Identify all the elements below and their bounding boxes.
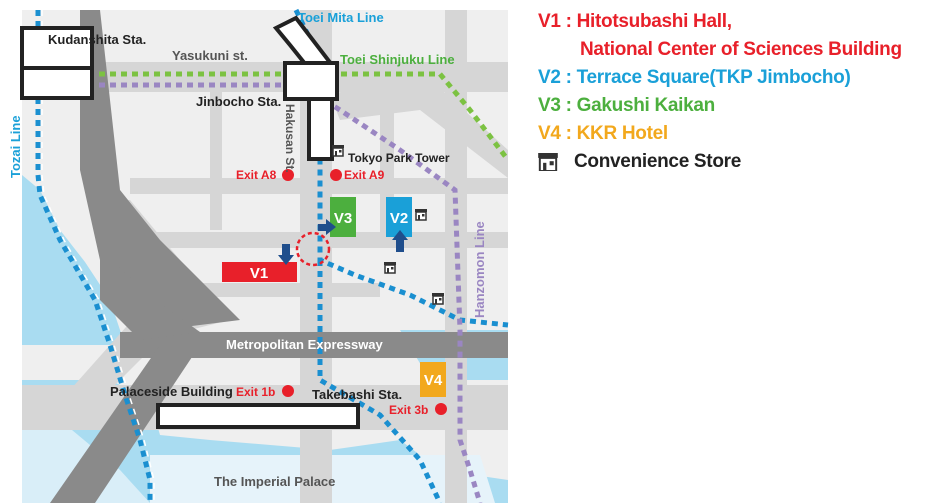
venue-v4 <box>420 362 446 397</box>
kudanshita-station-label: Kudanshita Sta. <box>48 32 146 47</box>
legend-store-label: Convenience Store <box>574 151 742 172</box>
venue-v3-label: V3 <box>334 210 352 227</box>
legend-store: Convenience Store <box>538 148 938 176</box>
area-map: V1 V3 V2 V4 Toei Mita Line Kudanshita St… <box>8 8 510 503</box>
exit-a9-label: Exit A9 <box>344 168 385 182</box>
legend-v4: V4 : KKR Hotel <box>538 123 668 144</box>
tokyo-park-tower-label: Tokyo Park Tower <box>348 151 450 165</box>
convenience-store-icon <box>331 144 345 157</box>
venue-v1 <box>222 262 297 282</box>
kudanshita-station <box>20 26 94 70</box>
hanzomon-line <box>22 82 483 503</box>
exit-dot-icon <box>330 169 342 181</box>
takebashi-station <box>156 403 360 429</box>
exit-3b-label: Exit 3b <box>389 403 428 417</box>
palaceside-building-label: Palaceside Building <box>110 384 233 399</box>
expressway-east <box>420 332 508 358</box>
exit-1b-label: Exit 1b <box>236 385 275 399</box>
exit-a8-label: Exit A8 <box>236 168 277 182</box>
legend: V1 : Hitotsubashi Hall, National Center … <box>538 8 938 176</box>
exit-dot-icon <box>282 169 294 181</box>
convenience-store-icon <box>538 152 558 171</box>
toei-mita-line-label: Toei Mita Line <box>298 10 384 25</box>
crossing-marker <box>295 231 331 267</box>
convenience-store-icon <box>431 292 445 305</box>
direction-arrow-icon <box>392 230 408 252</box>
hakusan-street-label: Hakusan St. <box>283 104 297 173</box>
jinbocho-station <box>283 61 339 101</box>
convenience-store-icon <box>414 208 428 221</box>
venue-v2-label: V2 <box>390 210 408 227</box>
legend-v2: V2 : Terrace Square(TKP Jimbocho) <box>538 67 851 88</box>
venue-v1-label: V1 <box>250 265 268 282</box>
venue-v2 <box>386 197 412 237</box>
toei-mita-line-south <box>317 260 443 503</box>
hanzomon-line-label: Hanzomon Line <box>472 221 487 318</box>
tozai-line-label: Tozai Line <box>8 115 23 178</box>
direction-arrow-icon <box>278 244 294 265</box>
toei-shinjuku-line <box>22 71 510 162</box>
venue-v4-label: V4 <box>424 372 443 389</box>
toei-shinjuku-line-label: Toei Shinjuku Line <box>340 52 455 67</box>
venue-v3 <box>330 197 356 237</box>
metropolitan-expressway <box>50 10 508 503</box>
imperial-palace-label: The Imperial Palace <box>214 474 335 489</box>
legend-v3: V3 : Gakushi Kaikan <box>538 95 715 116</box>
jinbocho-station-label: Jinbocho Sta. <box>196 94 281 109</box>
exit-dot-icon <box>435 403 447 415</box>
exit-dot-icon <box>282 385 294 397</box>
yasukuni-street-label: Yasukuni st. <box>172 48 248 63</box>
direction-arrow-icon <box>318 219 336 235</box>
metropolitan-expressway-label: Metropolitan Expressway <box>226 337 384 352</box>
takebashi-station-label: Takebashi Sta. <box>312 387 402 402</box>
legend-v1: V1 : Hitotsubashi Hall, <box>538 11 732 32</box>
legend-v1-detail: National Center of Sciences Building <box>580 39 902 60</box>
convenience-store-icon <box>383 261 397 274</box>
